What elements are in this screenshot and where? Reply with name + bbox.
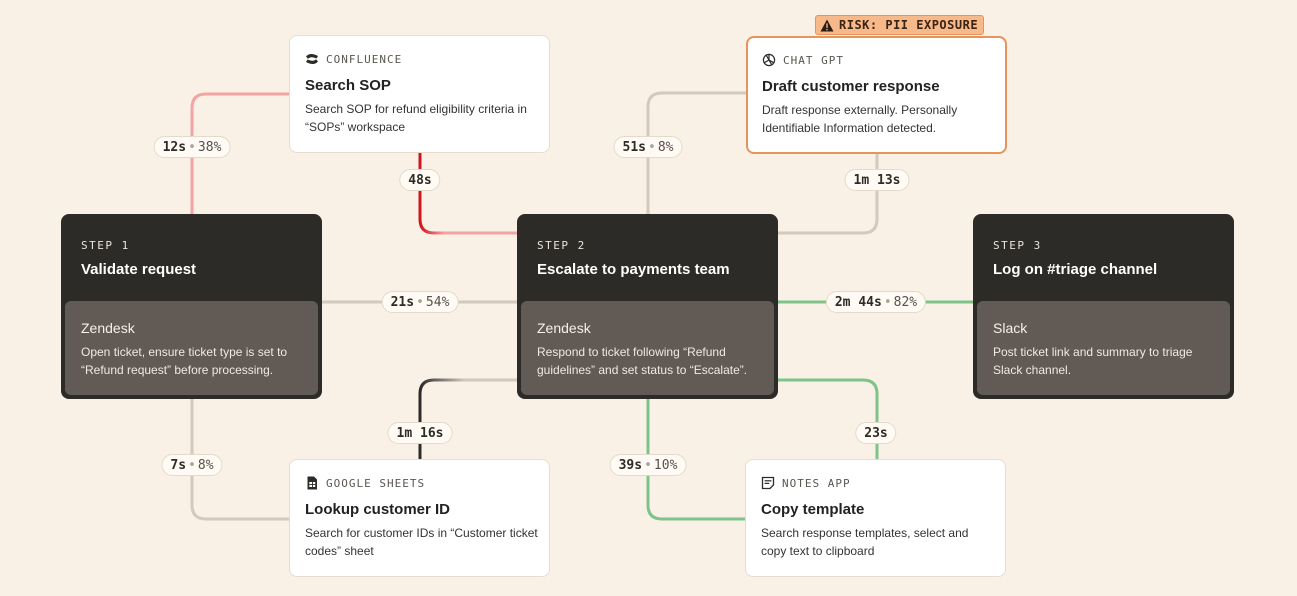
transition-pill-step2-notes: 39s•10% <box>609 454 687 476</box>
transition-time: 23s <box>864 426 888 441</box>
google-sheets-icon <box>307 476 317 490</box>
tool-title: Search SOP <box>305 77 391 94</box>
tool-title: Lookup customer ID <box>305 501 451 518</box>
connector-sheets-step2 <box>418 378 520 462</box>
tool-app-row: NOTES APP <box>761 476 851 490</box>
chatgpt-icon <box>762 53 776 67</box>
warning-icon <box>820 19 834 31</box>
step-description: Open ticket, ensure ticket type is set t… <box>81 345 288 377</box>
tool-app-row: GOOGLE SHEETS <box>305 476 425 490</box>
transition-pill-confluence-step2: 48s <box>399 169 441 191</box>
tool-app-row: CONFLUENCE <box>305 52 402 66</box>
tool-title: Draft customer response <box>762 78 940 95</box>
step-number: STEP 1 <box>81 239 130 252</box>
transition-pill-notes-step2: 23s <box>855 422 897 444</box>
step-card-escalate[interactable]: STEP 2 Escalate to payments team Zendesk… <box>517 214 778 399</box>
connector-notes-step2 <box>776 378 879 462</box>
step-app-panel: Slack Post ticket link and summary to tr… <box>977 301 1230 395</box>
notes-icon <box>761 476 775 490</box>
tool-card-confluence[interactable]: CONFLUENCE Search SOP Search SOP for ref… <box>289 35 550 153</box>
step-app-name: Zendesk <box>537 320 591 336</box>
connector-step2-chatgpt <box>646 91 749 216</box>
step-card-validate-request[interactable]: STEP 1 Validate request Zendesk Open tic… <box>61 214 322 399</box>
transition-percent: 8% <box>197 458 214 473</box>
risk-badge: RISK: PII EXPOSURE <box>815 15 985 35</box>
transition-time: 2m 44s <box>834 295 882 310</box>
risk-label: RISK: PII EXPOSURE <box>839 18 979 32</box>
tool-description: Search SOP for refund eligibility criter… <box>305 102 527 134</box>
step-app-name: Zendesk <box>81 320 135 336</box>
step-card-log-triage[interactable]: STEP 3 Log on #triage channel Slack Post… <box>973 214 1234 399</box>
transition-time: 1m 13s <box>853 173 901 188</box>
transition-pill-sheets-step2: 1m 16s <box>387 422 453 444</box>
transition-percent: 8% <box>657 140 674 155</box>
connector-step1-confluence <box>190 92 292 216</box>
step-number: STEP 3 <box>993 239 1042 252</box>
transition-pill-step2-step3: 2m 44s•82% <box>825 291 927 313</box>
confluence-icon <box>306 54 318 64</box>
transition-percent: 38% <box>197 140 222 155</box>
connector-step2-notes <box>646 396 749 521</box>
transition-time: 1m 16s <box>396 426 444 441</box>
step-app-panel: Zendesk Open ticket, ensure ticket type … <box>65 301 318 395</box>
transition-percent: 82% <box>893 295 918 310</box>
connector-chatgpt-step2 <box>776 150 879 235</box>
step-description: Post ticket link and summary to triage S… <box>993 345 1193 377</box>
step-title: Escalate to payments team <box>537 261 730 278</box>
transition-time: 48s <box>408 173 432 188</box>
step-number: STEP 2 <box>537 239 586 252</box>
connector-step1-sheets <box>190 396 292 521</box>
transition-time: 7s <box>170 458 187 473</box>
transition-pill-step1-step2: 21s•54% <box>381 291 459 313</box>
tool-app-name: NOTES APP <box>782 476 851 490</box>
step-description: Respond to ticket following “Refund guid… <box>537 345 748 377</box>
tool-app-row: CHAT GPT <box>762 53 844 67</box>
tool-app-name: GOOGLE SHEETS <box>326 476 426 490</box>
transition-pill-chatgpt-step2: 1m 13s <box>844 169 910 191</box>
tool-app-name: CHAT GPT <box>783 53 844 67</box>
transition-time: 12s <box>162 140 187 155</box>
tool-description: Draft response externally. Personally Id… <box>762 103 958 135</box>
transition-pill-step2-chatgpt: 51s•8% <box>613 136 683 158</box>
tool-card-chatgpt[interactable]: CHAT GPT Draft customer response Draft r… <box>746 36 1007 154</box>
transition-pill-step1-confluence: 12s•38% <box>153 136 231 158</box>
tool-card-google-sheets[interactable]: GOOGLE SHEETS Lookup customer ID Search … <box>289 459 550 577</box>
transition-percent: 10% <box>653 458 678 473</box>
step-title: Log on #triage channel <box>993 261 1158 278</box>
transition-time: 51s <box>622 140 646 155</box>
transition-time: 39s <box>618 458 643 473</box>
tool-app-name: CONFLUENCE <box>326 52 403 66</box>
tool-title: Copy template <box>761 501 865 518</box>
tool-card-notes-app[interactable]: NOTES APP Copy template Search response … <box>745 459 1006 577</box>
transition-pill-step1-sheets: 7s•8% <box>161 454 223 476</box>
step-title: Validate request <box>81 261 197 278</box>
tool-description: Search response templates, select and co… <box>761 526 969 558</box>
connector-confluence-step2 <box>418 151 520 235</box>
transition-time: 21s <box>390 295 415 310</box>
step-app-panel: Zendesk Respond to ticket following “Ref… <box>521 301 774 395</box>
step-app-name: Slack <box>993 320 1028 336</box>
tool-description: Search for customer IDs in “Customer tic… <box>305 526 538 558</box>
transition-percent: 54% <box>425 295 450 310</box>
